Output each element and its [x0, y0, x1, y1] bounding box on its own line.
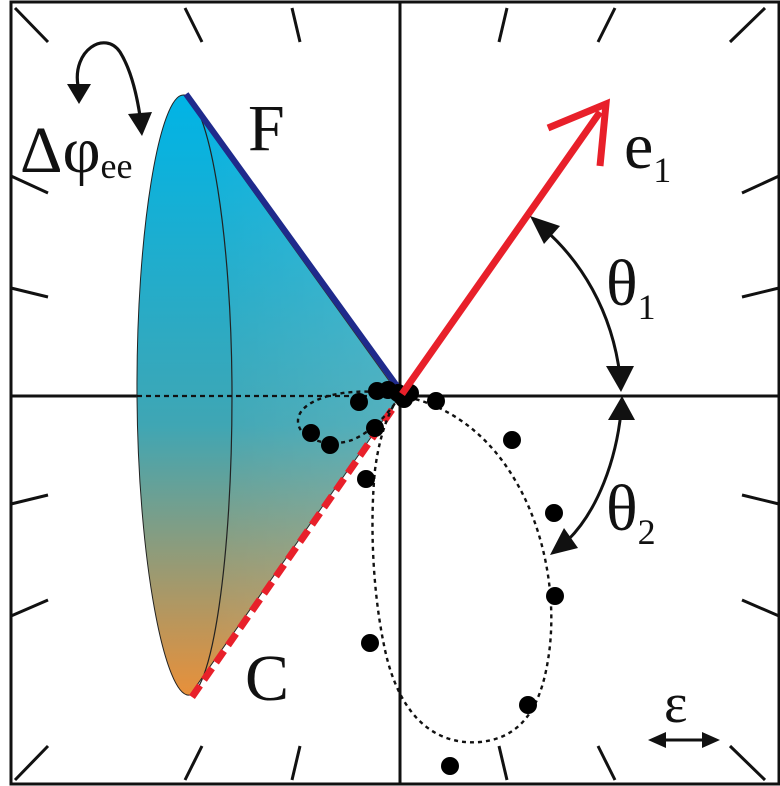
epsilon-polarization-arrow [648, 732, 720, 748]
label-theta2: θ2 [606, 472, 656, 552]
data-point [350, 393, 368, 411]
cone-edge-C [189, 402, 399, 699]
data-point [503, 431, 521, 449]
label-e1-sub: 1 [653, 150, 671, 190]
data-point [441, 757, 459, 775]
label-theta2-main: θ [606, 472, 638, 545]
data-point [357, 470, 375, 488]
data-point [427, 392, 445, 410]
label-e1-main: e [624, 110, 653, 183]
e1-arrow [399, 98, 611, 397]
data-point [545, 504, 563, 522]
label-C: C [245, 642, 289, 715]
label-e1: e1 [624, 110, 671, 190]
dphi-rotation-arrow [67, 41, 152, 136]
theta2-arc [550, 396, 635, 555]
cone-edge-F [183, 92, 403, 392]
data-point [302, 424, 320, 442]
label-theta1-sub: 1 [638, 287, 656, 327]
cone [136, 92, 403, 699]
label-dphi-sub: ee [101, 146, 133, 186]
label-dphi-ee: Δφee [20, 114, 133, 187]
frame-ticks [10, 6, 780, 782]
data-point [321, 436, 339, 454]
label-theta1: θ1 [606, 247, 656, 327]
label-epsilon: ε [664, 673, 688, 735]
label-theta2-sub: 2 [638, 512, 656, 552]
data-point [519, 696, 537, 714]
data-point [366, 419, 384, 437]
label-theta1-main: θ [606, 247, 638, 320]
data-point [361, 634, 379, 652]
data-point [395, 390, 413, 408]
label-dphi-main: Δφ [20, 114, 101, 187]
data-points [302, 381, 564, 775]
frame [9, 0, 780, 786]
label-F: F [248, 92, 285, 165]
large-lobe-curve [371, 394, 553, 744]
theta1-arc [530, 216, 634, 392]
data-point [546, 587, 564, 605]
